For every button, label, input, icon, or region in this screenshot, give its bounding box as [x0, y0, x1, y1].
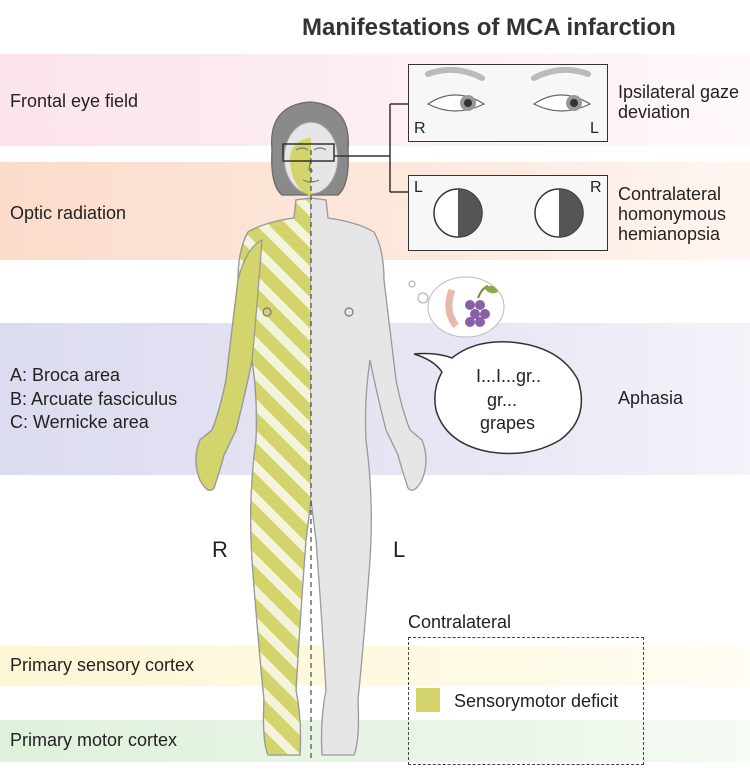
thought-bubble-grapes-icon — [408, 276, 505, 338]
eye-label-right: R — [414, 120, 426, 137]
sensory-band — [0, 646, 750, 686]
eye-label-left: L — [590, 120, 599, 137]
finding-hemi-line3: hemianopsia — [618, 224, 721, 244]
legend-box — [408, 637, 644, 765]
label-broca: A: Broca area — [10, 365, 121, 385]
speech-line-2: gr... — [487, 390, 518, 410]
visual-field-icons — [433, 188, 584, 238]
finding-gaze-line1: Ipsilateral gaze — [618, 82, 740, 102]
label-motor-cortex: Primary motor cortex — [10, 730, 178, 750]
speech-line-1: I...I...gr.. — [476, 366, 542, 386]
legend-heading: Contralateral — [408, 612, 512, 632]
label-sensory-cortex: Primary sensory cortex — [10, 655, 195, 675]
frontal-band — [0, 54, 750, 146]
diagram-title: Manifestations of MCA infarction — [302, 14, 676, 41]
finding-hemi-line2: homonymous — [618, 204, 727, 224]
label-frontal-eye-field: Frontal eye field — [10, 91, 139, 111]
body-side-right: R — [212, 537, 228, 562]
speech-bubble — [413, 341, 583, 455]
label-arcuate: B: Arcuate fasciculus — [10, 389, 178, 409]
body-side-left: L — [393, 537, 406, 562]
label-optic-radiation: Optic radiation — [10, 203, 127, 223]
motor-band — [0, 720, 750, 762]
finding-gaze-line2: deviation — [618, 102, 691, 122]
finding-aphasia: Aphasia — [618, 388, 684, 408]
eye-region-marker — [282, 143, 335, 162]
label-wernicke: C: Wernicke area — [10, 412, 149, 432]
deficit-overlay — [195, 138, 311, 756]
connector-lines — [334, 103, 408, 193]
legend-swatch — [416, 688, 440, 712]
speech-line-3: grapes — [480, 413, 536, 433]
field-label-right: R — [590, 179, 602, 196]
eyes-deviated-icon — [425, 66, 592, 112]
legend-item-label: Sensorymotor deficit — [454, 691, 619, 711]
finding-hemi-line1: Contralateral — [618, 184, 722, 204]
field-label-left: L — [414, 179, 423, 196]
